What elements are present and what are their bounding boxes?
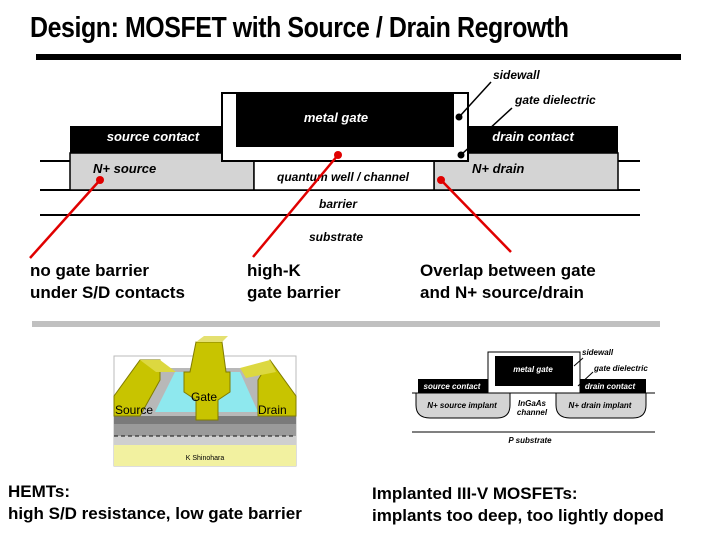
callout-right-line-1: Overlap between gate xyxy=(420,261,596,280)
hemt-caption: HEMTs: high S/D resistance, low gate bar… xyxy=(8,481,302,525)
callout-dot-middle xyxy=(334,151,342,159)
implanted-drain-contact-label: drain contact xyxy=(585,382,636,391)
hemt-layer-2 xyxy=(114,424,296,436)
implanted-diagram: metal gate source contact drain contact … xyxy=(412,348,655,445)
implanted-dielectric-pointer xyxy=(577,371,594,387)
barrier-label: barrier xyxy=(319,197,358,211)
implanted-channel-label-2: channel xyxy=(517,408,548,417)
hemt-drain-block xyxy=(257,359,297,417)
callout-dot-right xyxy=(437,176,445,184)
channel-region xyxy=(253,160,435,191)
channel-label: quantum well / channel xyxy=(277,170,410,184)
callout-line-middle xyxy=(252,154,339,258)
n-source-label: N+ source xyxy=(93,161,156,176)
hemt-credit: K Shinohara xyxy=(186,455,225,462)
page-title: Design: MOSFET with Source / Drain Regro… xyxy=(30,12,569,44)
callout-middle: high-K gate barrier xyxy=(247,260,341,304)
title-underline xyxy=(36,54,681,60)
callout-middle-line-2: gate barrier xyxy=(247,283,341,302)
hemt-drain-label: Drain xyxy=(258,403,287,417)
sidewall-pointer xyxy=(459,81,492,117)
source-implant-label: N+ source implant xyxy=(427,401,497,410)
dielectric-pointer xyxy=(461,107,513,155)
source-contact-label: source contact xyxy=(107,129,200,144)
implanted-caption-line-2: implants too deep, too lightly doped xyxy=(372,506,664,525)
callout-right: Overlap between gate and N+ source/drain xyxy=(420,260,596,304)
callout-middle-line-1: high-K xyxy=(247,261,301,280)
gate-dielectric-label: gate dielectric xyxy=(514,93,596,107)
callout-left-line-1: no gate barrier xyxy=(30,261,150,280)
substrate-label: substrate xyxy=(309,230,363,244)
implanted-drain-contact xyxy=(578,379,646,393)
source-contact xyxy=(70,126,230,153)
implanted-substrate-label: P substrate xyxy=(508,436,552,445)
implanted-sidewall-label: sidewall xyxy=(582,348,614,357)
implanted-dielectric-label: gate dielectric xyxy=(593,364,648,373)
hemt-gate-top xyxy=(196,336,228,342)
implanted-caption: Implanted III-V MOSFETs: implants too de… xyxy=(372,483,664,527)
section-divider xyxy=(32,321,660,327)
hemt-gate xyxy=(183,341,231,421)
hemt-layer-3 xyxy=(114,436,296,445)
sidewall-pointer-dot xyxy=(455,113,463,121)
callout-dot-left xyxy=(96,176,104,184)
implanted-caption-line-1: Implanted III-V MOSFETs: xyxy=(372,484,578,503)
hemt-source-top xyxy=(140,360,176,372)
callout-left: no gate barrier under S/D contacts xyxy=(30,260,185,304)
hemt-caption-line-1: HEMTs: xyxy=(8,482,71,501)
implanted-channel-label-1: InGaAs xyxy=(518,399,547,408)
hemt-illustration: Gate Source Drain K Shinohara xyxy=(113,336,297,467)
metal-gate xyxy=(236,93,454,147)
drain-implant xyxy=(555,392,647,419)
callout-line-right xyxy=(440,179,512,253)
callout-line-left xyxy=(29,179,101,259)
hemt-substrate xyxy=(114,445,296,466)
drain-contact-label: drain contact xyxy=(492,129,574,144)
dielectric-pointer-dot xyxy=(457,151,465,159)
implanted-metal-gate-label: metal gate xyxy=(513,365,553,374)
hemt-source-label: Source xyxy=(115,403,153,417)
callout-left-line-2: under S/D contacts xyxy=(30,283,185,302)
implanted-metal-gate xyxy=(495,356,573,386)
hemt-gate-label: Gate xyxy=(191,390,217,404)
hemt-drain-top xyxy=(240,360,276,378)
n-drain-label: N+ drain xyxy=(472,161,524,176)
hemt-caption-line-2: high S/D resistance, low gate barrier xyxy=(8,504,302,523)
drain-contact xyxy=(458,126,618,153)
callout-right-line-2: and N+ source/drain xyxy=(420,283,584,302)
drain-implant-label: N+ drain implant xyxy=(569,401,632,410)
sidewall-label: sidewall xyxy=(493,68,540,82)
implanted-source-contact xyxy=(418,379,502,393)
source-implant xyxy=(415,392,511,419)
implanted-source-contact-label: source contact xyxy=(424,382,481,391)
implanted-sidewall-pointer xyxy=(573,357,584,367)
metal-gate-label: metal gate xyxy=(304,110,368,125)
